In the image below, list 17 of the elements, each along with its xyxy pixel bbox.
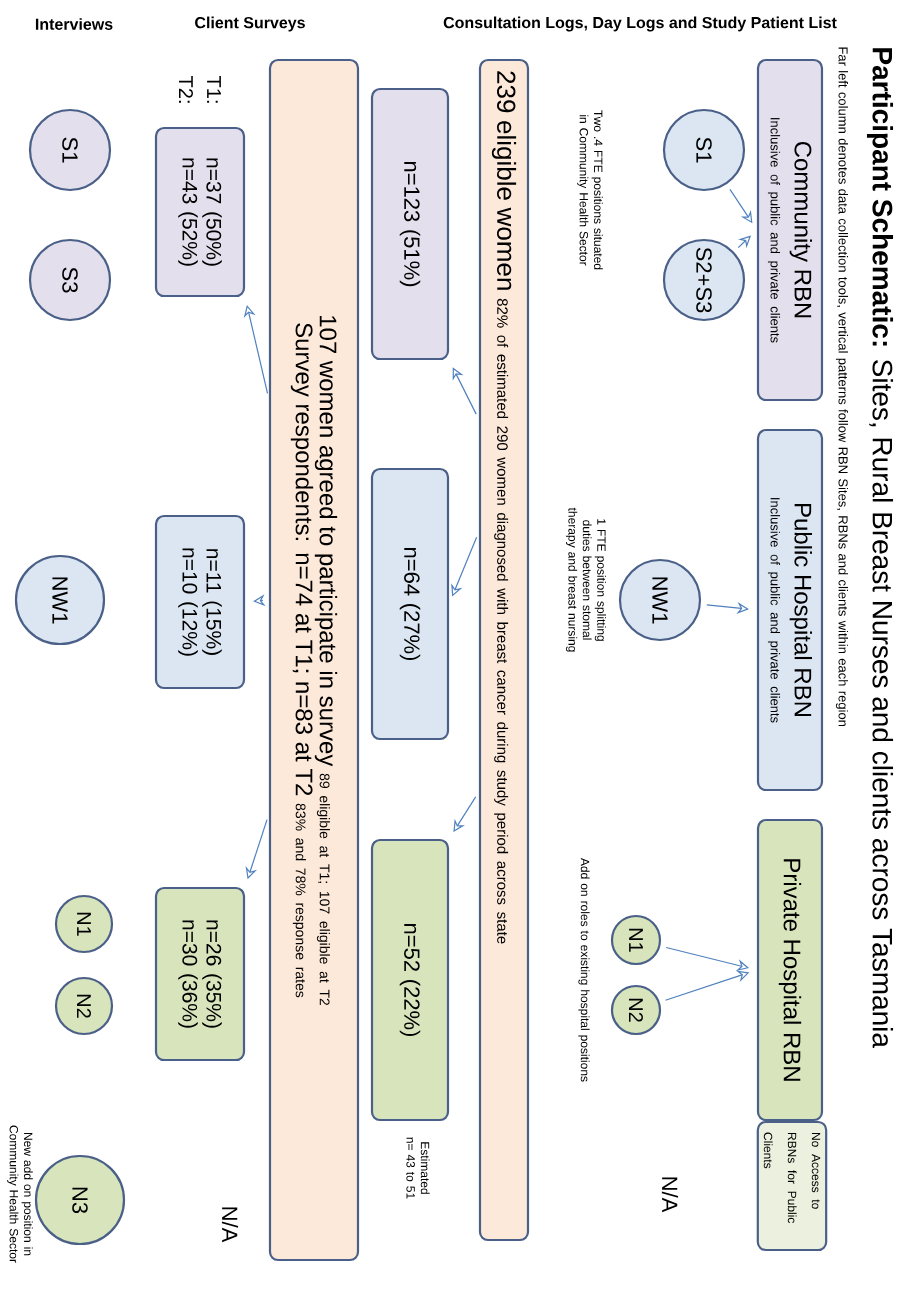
- column-header: Consultation Logs, Day Logs and Study Patient List: [443, 16, 837, 32]
- text-box: n=123 (51%): [370, 87, 450, 361]
- arrow: [452, 367, 477, 415]
- na-text: N/A: [221, 1207, 239, 1243]
- text-box: n=26 (35%) n=30 (36%): [154, 886, 246, 1062]
- arrow: [706, 601, 749, 614]
- text-box: n=11 (15%) n=10 (12%): [154, 514, 246, 690]
- column-header: Client Surveys: [195, 16, 305, 32]
- text-box: n=52 (22%): [370, 838, 450, 1122]
- text-box: Private Hospital RBN: [756, 818, 824, 1122]
- text-box: n=64 (27%): [370, 467, 450, 741]
- title: Participant Schematic: Sites, Rural Breast Nurses and clients across Tasmania: [866, 48, 894, 1048]
- na-text: N/A: [661, 1177, 679, 1213]
- text-box: n=37 (50%) n=43 (52%): [154, 126, 246, 298]
- column-header: Interviews: [35, 18, 113, 30]
- time-label: T2:: [179, 76, 193, 103]
- time-label: T1:: [207, 76, 221, 103]
